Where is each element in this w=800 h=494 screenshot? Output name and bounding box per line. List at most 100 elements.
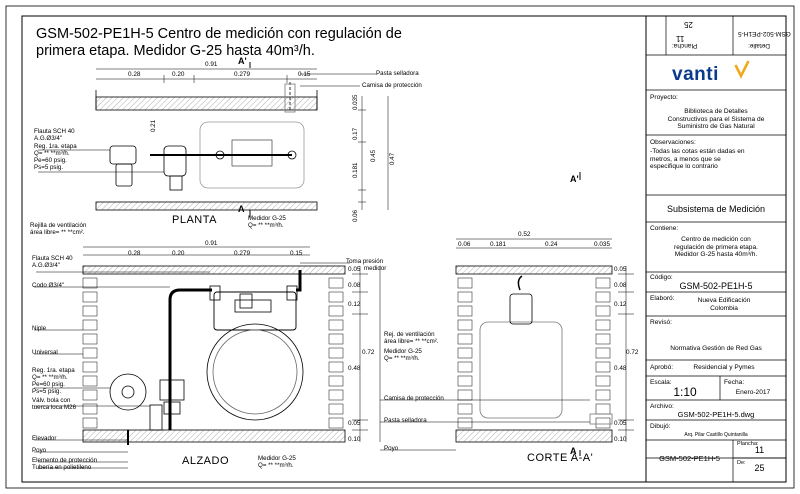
tb-elaboro-2: Colombia — [710, 304, 738, 312]
tb-proyecto-1: Biblioteca de Detalles — [684, 108, 748, 115]
tb-de-label: De: — [737, 460, 746, 466]
label-flauta-planta-1: Flauta SCH 40 — [34, 128, 75, 135]
dim-corte-d: 0.035 — [594, 241, 610, 248]
label-reg-alzado-2: Q= ** **m³/h. — [32, 374, 68, 381]
label-reg-planta-1: Reg. 1ra. etapa — [34, 143, 77, 150]
dim-corte-r4: 0.72 — [626, 349, 639, 356]
tb-contiene-label: Contiene: — [650, 225, 679, 232]
tb-de: 25 — [754, 463, 765, 473]
label-codo: Codo Ø3/4" — [32, 282, 65, 289]
dim-alzado-d: 0.15 — [290, 250, 303, 257]
tb-plancha: 11 — [754, 445, 765, 455]
dim-planta-v1: 0.035 — [352, 94, 359, 110]
label-reg-alzado-3: Pe=60 psig. — [32, 381, 65, 388]
tb-aprobo-label: Aprobó: — [650, 364, 674, 371]
tb-contiene-3: Medidor G-25 hasta 40m³/h. — [674, 251, 758, 259]
label-rej-corte-2: área libre= ** **cm². — [384, 338, 439, 345]
section-mark-a-prime: A' — [238, 56, 247, 66]
outer-border — [5, 5, 795, 489]
tb-escala: 1:10 — [673, 385, 697, 399]
tb-codigo-label: Código: — [650, 274, 673, 281]
label-medidor-planta-2: Q= ** **m³/h. — [248, 222, 284, 229]
tb-proyecto-3: Suministro de Gas Natural — [677, 123, 755, 131]
tb-plancha-label-top: Plancha: — [672, 42, 698, 49]
tb-fecha: Enero-2017 — [735, 389, 771, 396]
dim-alzado-r5: 0.48 — [348, 365, 361, 372]
dim-corte-r6: 0.05 — [614, 420, 627, 427]
dim-planta-d: 0.15 — [298, 71, 311, 78]
dim-corte-total: 0.52 — [518, 231, 531, 238]
tb-escala-label: Escala: — [650, 379, 672, 386]
tb-subsistema: Subsistema de Medición — [666, 204, 766, 214]
leader-lines — [34, 73, 590, 469]
tb-obs-label: Observaciones: — [650, 139, 696, 146]
label-camisa-proteccion: Camisa de protección — [362, 82, 422, 89]
label-valv-1: Válv. bola con — [32, 397, 71, 404]
dim-corte-r2: 0.08 — [614, 282, 627, 289]
tb-code-top: GSM-502-PE1H-5 — [738, 30, 791, 37]
label-flauta-alzado-1: Flauta SCH 40 — [32, 255, 73, 262]
corte-view — [455, 172, 634, 456]
label-flauta-alzado-2: A.G.Ø3/4" — [32, 262, 60, 269]
vanti-logo-check-icon — [734, 60, 750, 79]
tb-aprobo: Residencial y Pymes — [693, 364, 755, 371]
tb-detalle-label: Detalle: — [748, 42, 771, 49]
drawing-title: GSM-502-PE1H-5 Centro de medición con re… — [36, 26, 402, 59]
label-medidor-planta-1: Medidor G-25 — [248, 215, 286, 222]
dim-planta-total: 0.91 — [205, 61, 218, 68]
dim-corte-b: 0.181 — [490, 241, 506, 248]
tb-codigo: GSM-502-PE1H-5 — [679, 281, 753, 291]
label-reg-alzado-4: Ps=5 psig. — [32, 388, 62, 395]
dim-alzado-r2: 0.08 — [348, 282, 361, 289]
label-elevador: Elevador — [32, 435, 57, 442]
dim-corte-r1: 0.05 — [614, 266, 627, 273]
label-pasta-corte: Pasta selladora — [384, 417, 427, 424]
label-rejilla-1: Rejilla de ventilación — [30, 222, 87, 229]
tb-obs-1: -Todas las cotas están dadas en — [650, 148, 745, 155]
tb-elaboro-label: Elaboró: — [650, 295, 675, 302]
tb-archivo: GSM-502-PE1H-5.dwg — [677, 410, 755, 419]
dim-planta-v4: 0.47 — [389, 152, 396, 165]
dim-alzado-r7: 0.10 — [348, 436, 361, 443]
dim-planta-v3: 0.45 — [370, 149, 377, 162]
dim-corte-r7: 0.10 — [614, 436, 627, 443]
dim-alzado-r1: 0.05 — [348, 266, 361, 273]
tb-fecha-label: Fecha: — [724, 379, 745, 386]
section-mark-a-corte: A — [570, 446, 577, 456]
dim-planta-b: 0.20 — [172, 71, 185, 78]
alzado-view — [82, 246, 381, 445]
dim-corte-r5: 0.48 — [614, 365, 627, 372]
label-elemento-proteccion: Elemento de protección — [32, 457, 98, 464]
tb-reviso: Normativa Gestión de Red Gas — [670, 345, 762, 352]
tb-reviso-label: Revisó: — [650, 319, 672, 326]
tb-plancha-label: Plancha: — [737, 441, 759, 447]
dim-alzado-b: 0.20 — [172, 250, 185, 257]
view-title-alzado: ALZADO — [182, 455, 230, 467]
tb-proyecto-label: Proyecto: — [650, 94, 678, 101]
section-mark-a: A — [238, 204, 245, 214]
label-poyo: Poyo — [32, 447, 47, 454]
dim-alzado-c: 0.279 — [234, 250, 250, 257]
label-medidor-corte-1: Medidor G-25 — [384, 348, 422, 355]
dim-planta-v2: 0.17 — [352, 127, 359, 140]
label-poyo-corte: Poyo — [384, 445, 399, 452]
label-medidor-corte-2: Q= ** **m³/h. — [384, 355, 420, 362]
label-niple: Niple — [32, 325, 47, 332]
tb-proyecto-2: Constructivos para el Sistema de — [667, 115, 765, 123]
dim-corte-a: 0.06 — [458, 241, 471, 248]
label-valv-2: tuerca loca M26 — [32, 404, 77, 411]
label-medidor-alzado-1: Medidor G-25 — [258, 455, 296, 462]
title-block-lines — [646, 16, 786, 482]
dim-corte-r3: 0.12 — [614, 301, 627, 308]
dim-planta-v7: 0.21 — [150, 119, 157, 132]
view-title-corte: CORTE A-A' — [527, 452, 594, 464]
dim-planta-c: 0.279 — [234, 71, 250, 78]
section-mark-a-prime-corte: A' — [570, 174, 579, 184]
dim-planta-v5: 0.181 — [352, 162, 359, 178]
label-tuberia: Tubería en polietileno — [32, 464, 92, 471]
dim-planta-v6: 0.06 — [352, 209, 359, 222]
label-reg-alzado-1: Reg. 1ra. etapa — [32, 367, 75, 374]
planta-view — [95, 62, 389, 218]
